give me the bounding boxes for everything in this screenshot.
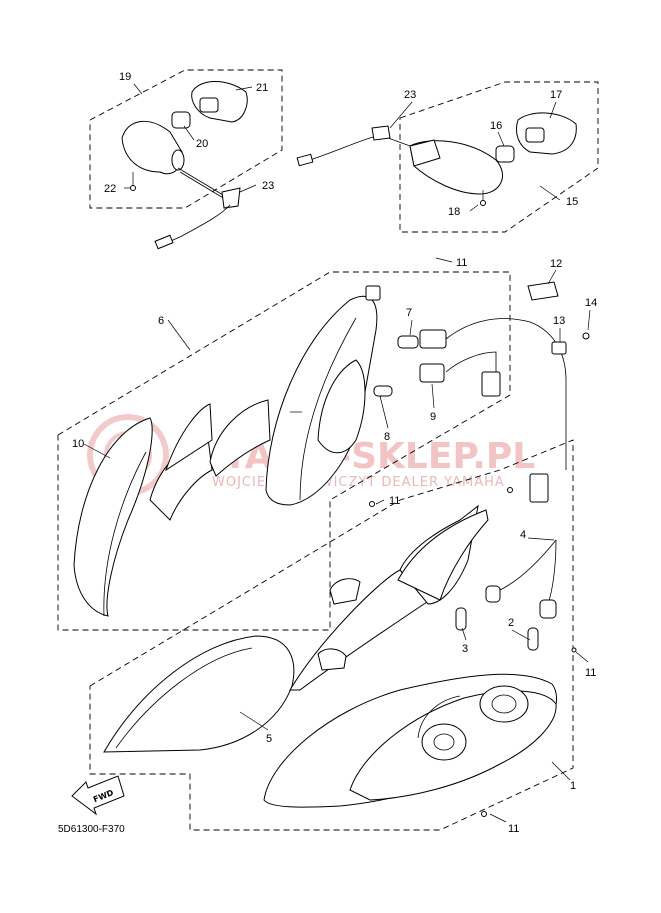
callout-7: 7: [406, 307, 412, 319]
callout-11-right: 11: [585, 667, 596, 679]
rear-right-flasher-group: [296, 81, 599, 233]
callout-13: 13: [553, 315, 565, 327]
callout-14: 14: [585, 297, 597, 309]
callout-10: 10: [72, 438, 84, 450]
callout-17: 17: [550, 89, 562, 101]
callout-21: 21: [256, 82, 268, 94]
callout-9: 9: [430, 411, 436, 423]
callout-20: 20: [196, 138, 208, 150]
callout-19: 19: [119, 71, 131, 83]
callout-1: 1: [570, 780, 576, 792]
callout-11-top: 11: [456, 257, 467, 269]
callout-11-mid: 11: [389, 495, 400, 507]
callout-5: 5: [266, 733, 272, 745]
rear-left-flasher-group: [89, 69, 283, 250]
callout-2: 2: [508, 617, 514, 629]
headlight-unit-group: [57, 271, 590, 631]
callout-23-left: 23: [262, 180, 274, 192]
callout-6: 6: [158, 315, 164, 327]
watermark-sub: WOJCIECH STRWICZYT DEALER YAMAHA: [212, 475, 505, 490]
callout-3: 3: [462, 643, 468, 655]
callout-22: 22: [104, 183, 116, 195]
forward-arrow-icon: FWD: [71, 775, 125, 816]
headlight-assembly-group: [89, 439, 577, 831]
callout-23-right: 23: [404, 89, 416, 101]
diagram-code: 5D61300-F370: [58, 824, 125, 835]
callout-16: 16: [490, 120, 502, 132]
callout-8: 8: [384, 431, 390, 443]
callouts: 19 21 20 22 23 23 16 17 15 18 11 6 7 12 …: [72, 71, 597, 835]
callout-12: 12: [550, 258, 562, 270]
callout-18: 18: [448, 206, 460, 218]
leader-lines: [83, 83, 591, 823]
callout-4: 4: [520, 529, 526, 541]
callout-11-bottom: 11: [508, 823, 519, 835]
callout-15: 15: [566, 196, 578, 208]
